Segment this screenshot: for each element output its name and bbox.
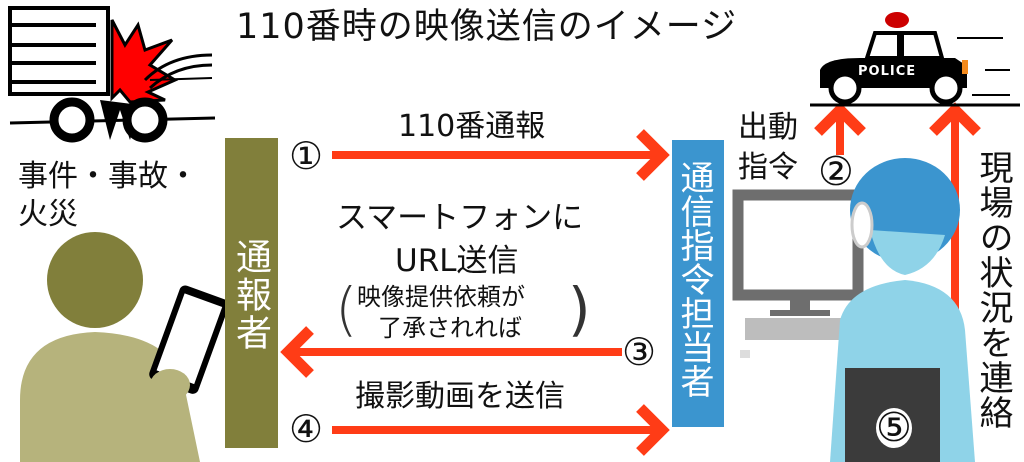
accident-icon xyxy=(8,6,216,143)
step-1-number: ① xyxy=(289,134,324,178)
step-3-label-line2: URL送信 xyxy=(395,243,519,279)
incident-label-line1: 事件・事故・ xyxy=(18,159,198,194)
step-2-label-line1: 出動 xyxy=(738,110,798,145)
incident-label-line2: 火災 xyxy=(18,197,78,232)
police-car-icon xyxy=(810,12,1020,107)
step-2-number: ② xyxy=(818,149,854,195)
note-close-paren: ) xyxy=(568,275,591,343)
step-5-number: ⑤ xyxy=(876,405,912,451)
step-4-number: ④ xyxy=(289,407,324,451)
step-3-number: ③ xyxy=(622,330,657,374)
dispatcher-bar xyxy=(672,140,724,427)
dispatcher-label: 通信指令担当者 xyxy=(674,160,714,398)
operator-workstation-icon xyxy=(732,158,975,462)
step-3-note-line1: 映像提供依頼が xyxy=(357,283,525,311)
step-1-label: 110番通報 xyxy=(398,109,546,144)
step-4-label: 撮影動画を送信 xyxy=(355,379,565,414)
reporter-bar xyxy=(225,138,278,448)
reporter-label: 通報者 xyxy=(230,238,271,352)
step-3-note-line2: 了承されれば xyxy=(378,314,522,342)
smartphone-icon xyxy=(149,285,229,394)
step-2-label-line2: 指令 xyxy=(738,150,798,185)
reporter-person-icon xyxy=(20,232,229,462)
step-3-label-line1: スマートフォンに xyxy=(336,200,584,236)
step-5-label: 現場の状況を連絡 xyxy=(973,150,1013,430)
note-open-paren: ( xyxy=(335,275,358,343)
police-car-text: POLICE xyxy=(858,64,917,79)
page-title: 110番時の映像送信のイメージ xyxy=(236,7,738,47)
